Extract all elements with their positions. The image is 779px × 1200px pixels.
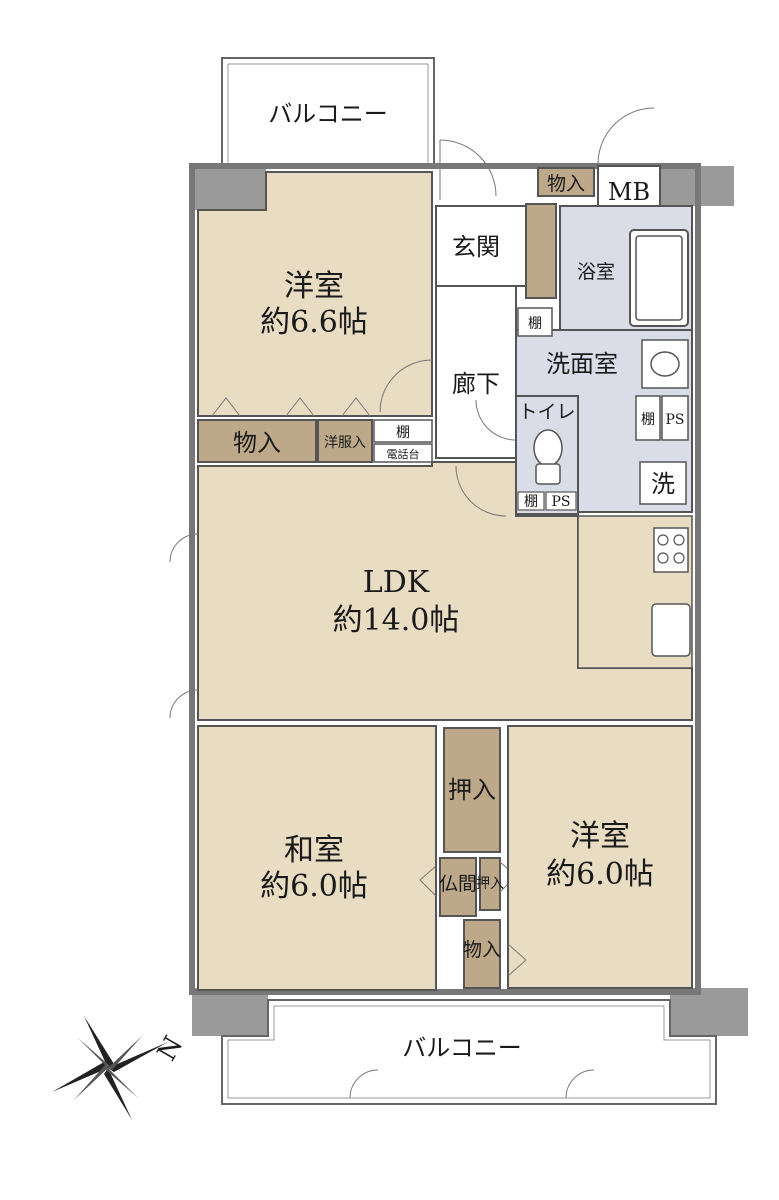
outer-wall bbox=[189, 163, 701, 995]
compass-north-label: N bbox=[152, 1031, 189, 1066]
meter-box-label: MB bbox=[608, 178, 650, 206]
ldk-size: 約14.0帖 bbox=[333, 603, 460, 638]
closet-1 bbox=[197, 419, 317, 463]
shelf-4 bbox=[635, 395, 661, 441]
compass-icon bbox=[52, 1016, 168, 1120]
western-room-2-size: 約6.0帖 bbox=[546, 857, 654, 892]
shelf-2-label: 棚 bbox=[528, 316, 542, 332]
closet-2-label: 物入 bbox=[463, 939, 501, 961]
butsuma-label: 仏間 bbox=[439, 873, 477, 895]
closet-oshiire-1 bbox=[443, 727, 501, 853]
hallway-label: 廊下 bbox=[452, 370, 500, 398]
balcony-top bbox=[221, 57, 435, 165]
entrance bbox=[435, 205, 527, 287]
japanese-room bbox=[197, 725, 437, 991]
western-room-2 bbox=[507, 725, 693, 989]
balcony-bottom bbox=[221, 999, 717, 1105]
phone-stand-label: 電話台 bbox=[387, 447, 420, 461]
washer-label: 洗 bbox=[651, 470, 675, 498]
shelf-3-label: 棚 bbox=[524, 494, 538, 510]
ps-1 bbox=[545, 491, 577, 511]
closet-oshiire-2-label: 押入 bbox=[476, 876, 504, 892]
shelf-3 bbox=[517, 491, 545, 511]
shelf-1-label: 棚 bbox=[396, 425, 410, 441]
ldk-name: LDK bbox=[363, 565, 430, 600]
shelf-2 bbox=[517, 307, 553, 337]
western-room-2-name: 洋室 bbox=[570, 819, 630, 854]
ps-2 bbox=[661, 395, 689, 441]
sink bbox=[641, 339, 689, 389]
shoe-box bbox=[525, 203, 557, 299]
japanese-room-size: 約6.0帖 bbox=[260, 869, 368, 904]
western-room-1-size: 約6.6帖 bbox=[260, 305, 368, 340]
entrance-label: 玄関 bbox=[452, 233, 500, 261]
washroom-label: 洗面室 bbox=[546, 350, 618, 378]
shelf-1 bbox=[373, 419, 433, 443]
ps-1-label: PS bbox=[551, 494, 570, 510]
washer bbox=[639, 461, 687, 505]
phone-stand bbox=[373, 443, 433, 463]
wardrobe-label: 洋服入 bbox=[324, 435, 366, 451]
closet-top-label: 物入 bbox=[547, 173, 585, 195]
shelf-4-label: 棚 bbox=[641, 412, 655, 428]
bathtub bbox=[629, 229, 689, 327]
bathroom-label: 浴室 bbox=[577, 261, 615, 283]
closet-oshiire-2 bbox=[479, 857, 501, 911]
closet-1-label: 物入 bbox=[233, 429, 281, 457]
western-room-1-name: 洋室 bbox=[284, 269, 344, 304]
balcony-top-label: バルコニー bbox=[268, 100, 388, 128]
closet-top bbox=[537, 167, 595, 197]
wardrobe bbox=[317, 419, 373, 463]
closet-oshiire-1-label: 押入 bbox=[448, 776, 496, 804]
balcony-bottom-label: バルコニー bbox=[402, 1034, 522, 1062]
butsuma bbox=[439, 857, 477, 917]
toilet-label: トイレ bbox=[518, 401, 575, 423]
kitchen-sink bbox=[651, 603, 691, 657]
hallway bbox=[435, 285, 517, 459]
ps-2-label: PS bbox=[665, 412, 684, 428]
japanese-room-name: 和室 bbox=[284, 833, 344, 868]
stove bbox=[653, 527, 689, 573]
closet-2 bbox=[463, 919, 501, 989]
western-room-1 bbox=[197, 171, 433, 417]
